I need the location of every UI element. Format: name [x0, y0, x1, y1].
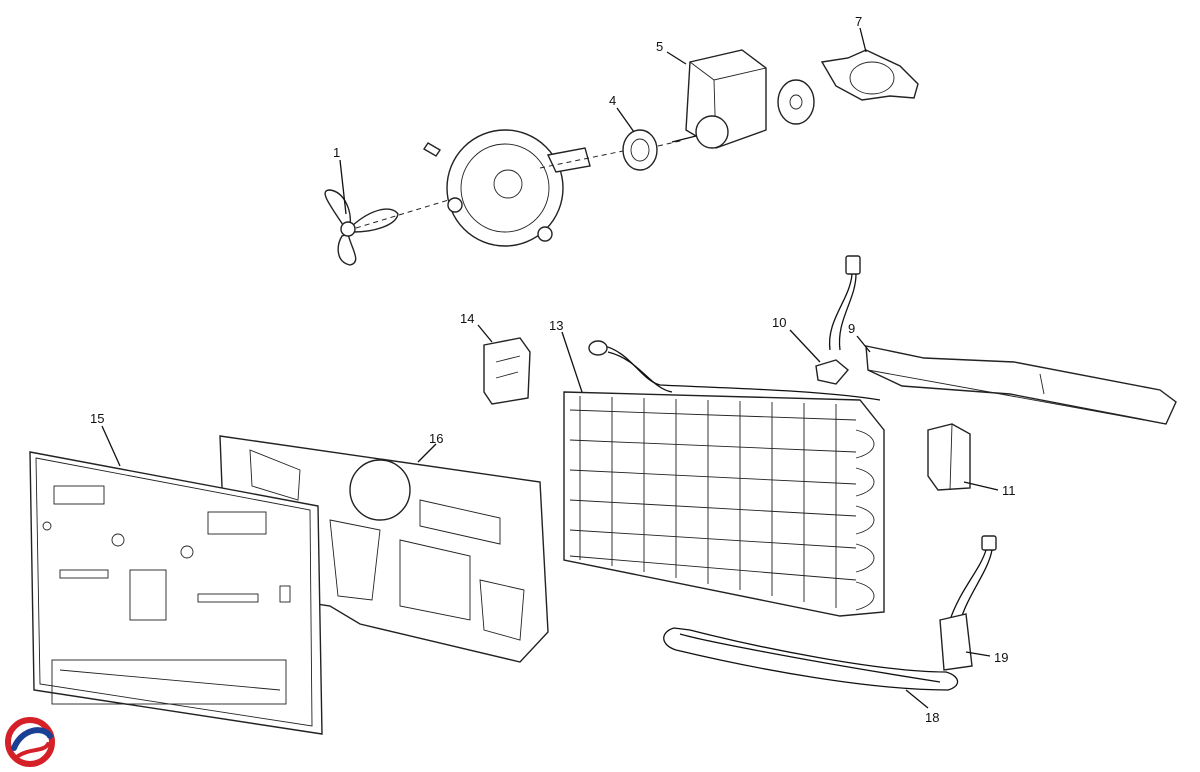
callout-5: 5	[656, 39, 663, 54]
defrost-heater-part-18	[663, 627, 959, 691]
callout-10: 10	[772, 315, 786, 330]
fan-motor-part	[671, 49, 767, 149]
callout-15: 15	[90, 411, 104, 426]
motor-bracket-disc-part	[777, 79, 815, 125]
brand-logo-icon	[5, 717, 55, 767]
defrost-sensor-harness-part-10	[815, 255, 861, 385]
callout-11: 11	[1002, 483, 1016, 498]
callout-7: 7	[855, 14, 862, 29]
callout-4: 4	[609, 93, 616, 108]
heater-harness-part-19	[939, 535, 997, 671]
callout-18: 18	[925, 710, 939, 725]
callout-9: 9	[848, 321, 855, 336]
motor-mount-ring-part	[820, 49, 919, 101]
callout-19: 19	[994, 650, 1008, 665]
drain-trough-part-9	[865, 345, 1177, 425]
callout-16: 16	[429, 431, 443, 446]
leader-lines	[101, 27, 999, 709]
fan-shroud-part	[423, 129, 591, 247]
fan-blade-part	[324, 189, 399, 266]
callout-14: 14	[460, 311, 474, 326]
callout-13: 13	[549, 318, 563, 333]
thermistor-clip-part-14	[483, 337, 531, 405]
sensor-bracket-part-11	[927, 423, 971, 491]
grommet-part	[622, 129, 658, 171]
evaporator-coil-part	[563, 340, 885, 617]
evaporator-cover-front-part-15	[29, 451, 323, 735]
callout-labels: 1 4 5 7 9 10 11 13 14 15 16 18 19	[90, 14, 1016, 725]
callout-1: 1	[333, 145, 340, 160]
